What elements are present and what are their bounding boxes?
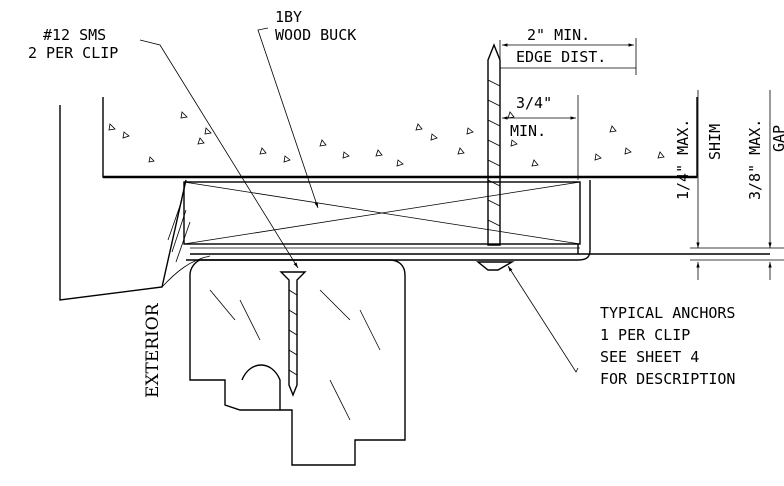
exterior-label: EXTERIOR xyxy=(143,302,163,398)
threequarter-label-line1: 3/4" xyxy=(516,94,552,112)
edge-distance-dimension xyxy=(499,38,637,180)
concrete-wall xyxy=(102,97,698,179)
gap-value-label: 3/8" MAX. xyxy=(746,119,764,200)
wood-buck xyxy=(183,181,581,245)
anchor-label-line2: 1 PER CLIP xyxy=(600,326,690,344)
buck-label-line1: 1BY xyxy=(275,8,302,26)
edge-label-line1: 2" MIN. xyxy=(527,26,590,44)
anchor-label-line3: SEE SHEET 4 xyxy=(600,348,699,366)
gap-label: GAP xyxy=(770,125,784,152)
buck-label-line2: WOOD BUCK xyxy=(275,26,356,44)
anchor-label-line1: TYPICAL ANCHORS xyxy=(600,304,735,322)
shim-value-label: 1/4" MAX. xyxy=(674,119,692,200)
sms-label-line2: 2 PER CLIP xyxy=(28,44,118,62)
anchor-clip xyxy=(186,180,770,261)
window-frame xyxy=(189,259,406,466)
anchor-label-line4: FOR DESCRIPTION xyxy=(600,370,735,388)
masonry-anchor xyxy=(476,43,515,271)
shim-label: SHIM xyxy=(706,124,724,160)
leaders xyxy=(139,27,579,373)
threequarter-label-line2: MIN. xyxy=(510,122,546,140)
sms-screw xyxy=(279,271,307,397)
left-wall xyxy=(59,105,211,301)
shim-gap-dimensions xyxy=(690,90,784,280)
edge-label-line2: EDGE DIST. xyxy=(516,48,606,66)
sms-label-line1: #12 SMS xyxy=(43,26,106,44)
